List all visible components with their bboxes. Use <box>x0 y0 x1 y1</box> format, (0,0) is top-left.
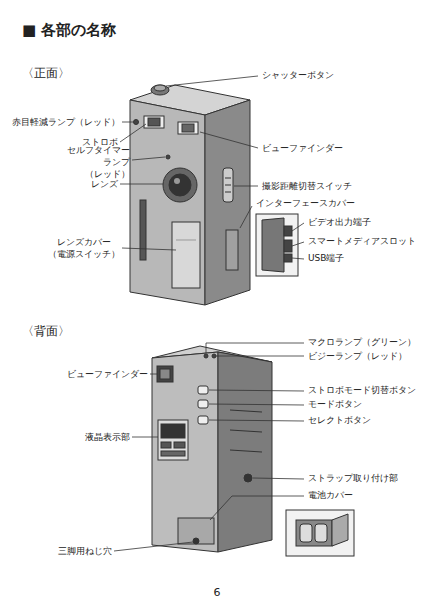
part-label: ストロボモード切替ボタン <box>308 384 416 396</box>
part-label: 三脚用ねじ穴 <box>58 545 112 557</box>
part-label: ビューファインダー <box>67 368 148 380</box>
part-label: レンズ <box>91 178 118 190</box>
front-camera <box>130 85 298 305</box>
part-label: モードボタン <box>308 398 362 410</box>
part-label: 撮影距離切替スイッチ <box>262 180 352 192</box>
section-heading: 〈背面〉 <box>22 323 70 339</box>
part-label: スマートメディアスロット <box>308 235 416 247</box>
part-label: ビデオ出力端子 <box>308 216 371 228</box>
page-title: ■ 各部の名称 <box>22 20 116 40</box>
part-label: セレクトボタン <box>308 414 371 426</box>
part-label: マクロランプ（グリーン） <box>308 336 416 348</box>
section-heading: 〈正面〉 <box>22 65 70 81</box>
part-label: ビューファインダー <box>262 142 343 154</box>
part-label: 電池カバー <box>308 489 353 501</box>
back-camera <box>152 346 354 556</box>
part-label: ビジーランプ（レッド） <box>308 350 407 362</box>
part-label: セルフタイマー ランプ（レッド） <box>64 144 130 180</box>
part-label: USB端子 <box>308 252 344 264</box>
part-label: インターフェースカバー <box>256 197 355 209</box>
part-label: レンズカバー （電源スイッチ） <box>48 236 120 260</box>
part-label: シャッターボタン <box>262 69 334 81</box>
part-label: ストラップ取り付け部 <box>308 472 398 484</box>
part-label: 液晶表示部 <box>85 431 130 443</box>
part-label: 赤目軽減ランプ（レッド） <box>12 116 120 128</box>
page-number: 6 <box>214 586 221 600</box>
